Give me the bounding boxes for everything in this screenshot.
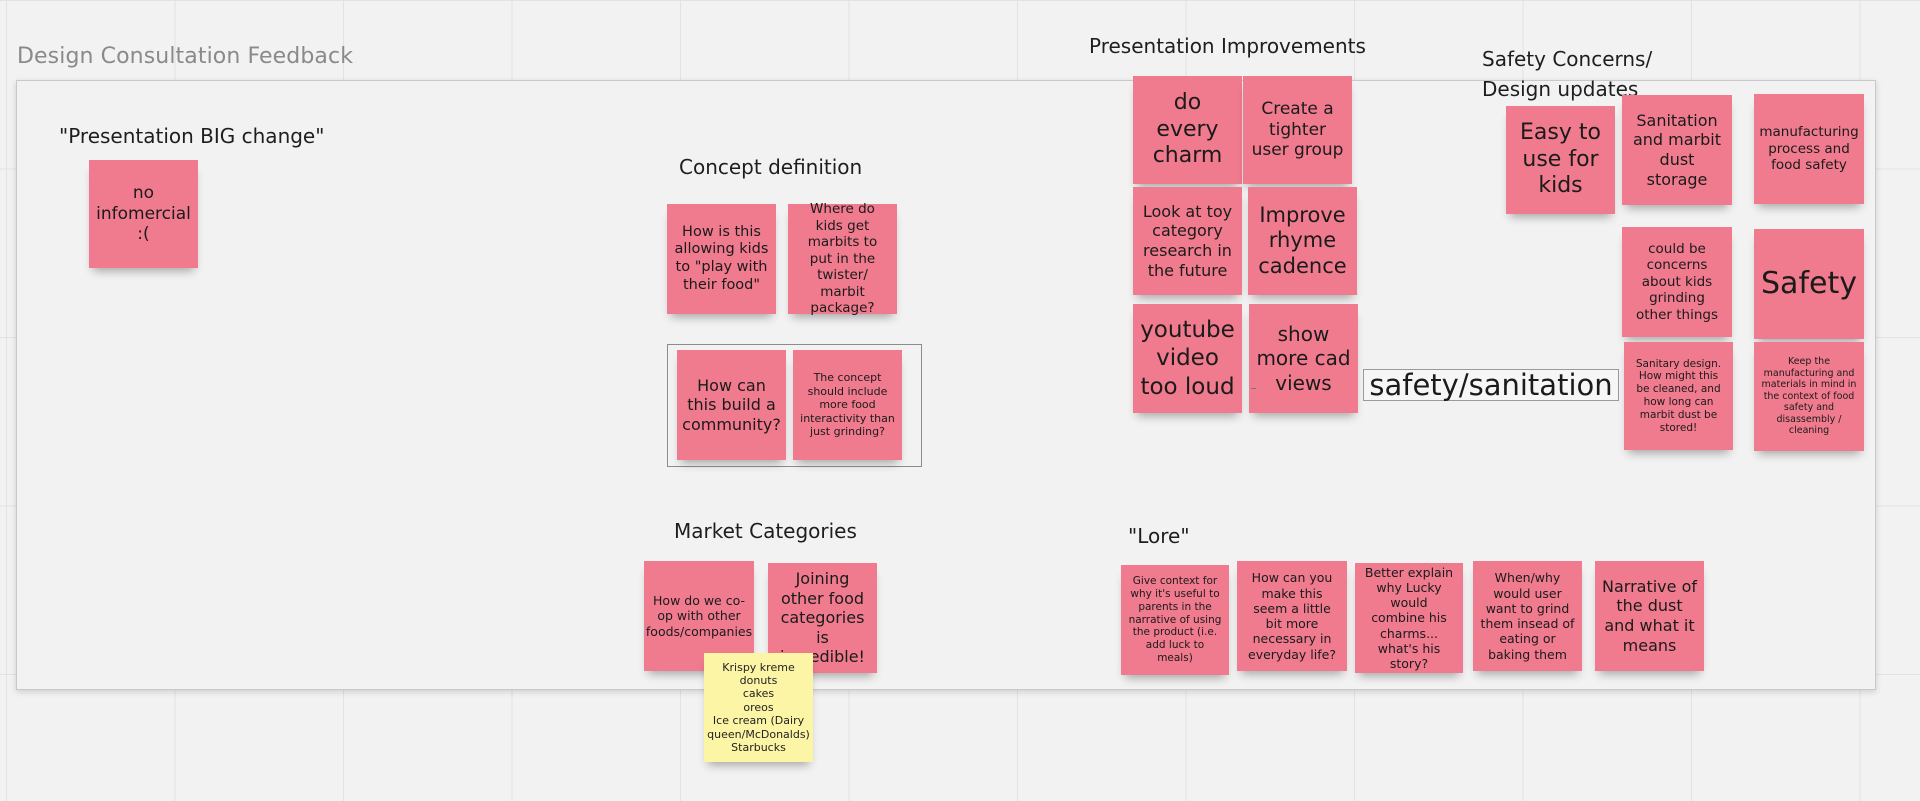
sticky-note-rhyme-cadence[interactable]: Improve rhyme cadence [1248, 187, 1357, 295]
section-label-presentation-big-change[interactable]: "Presentation BIG change" [59, 124, 325, 148]
sticky-note-brands[interactable]: Krispy kreme donuts cakes oreos Ice crea… [704, 653, 813, 762]
sticky-note-grinding-concerns[interactable]: could be concerns about kids grinding ot… [1622, 227, 1732, 337]
sticky-note-food-interactivity[interactable]: The concept should include more food int… [793, 350, 902, 460]
sticky-note-tighter-group[interactable]: Create a tighter user group [1243, 76, 1352, 184]
sticky-note-sanitary-design[interactable]: Sanitary design. How might this be clean… [1624, 342, 1733, 450]
sticky-note-give-context[interactable]: Give context for why it's useful to pare… [1121, 565, 1229, 675]
section-label-concept-definition[interactable]: Concept definition [679, 155, 863, 179]
sticky-note-no-infomercial[interactable]: no infomercial :( [89, 160, 198, 268]
sticky-note-play-with-food[interactable]: How is this allowing kids to "play with … [667, 204, 776, 314]
sticky-note-co-op[interactable]: How do we co-op with other foods/compani… [644, 561, 754, 671]
sticky-note-keep-manufacturing[interactable]: Keep the manufacturing and materials in … [1754, 342, 1864, 451]
text-box-safety-sanitation[interactable]: safety/sanitation [1363, 369, 1619, 401]
sticky-note-narrative-dust[interactable]: Narrative of the dust and what it means [1595, 561, 1704, 671]
sticky-note-toy-category[interactable]: Look at toy category research in the fut… [1133, 187, 1242, 295]
sticky-note-seem-necessary[interactable]: How can you make this seem a little bit … [1237, 561, 1347, 671]
section-label-lore[interactable]: "Lore" [1128, 524, 1190, 548]
sticky-note-where-marbits[interactable]: Where do kids get marbits to put in the … [788, 201, 897, 316]
sticky-note-build-community[interactable]: How can this build a community? [677, 350, 786, 460]
sticky-group-frame[interactable] [667, 344, 922, 467]
section-label-safety-concerns[interactable]: Safety Concerns/ Design updates [1482, 47, 1653, 101]
sticky-note-safety[interactable]: Safety [1754, 229, 1864, 339]
sticky-note-easy-kids[interactable]: Easy to use for kids [1506, 106, 1615, 214]
sticky-note-lucky-story[interactable]: Better explain why Lucky would combine h… [1355, 563, 1463, 673]
section-label-market-categories[interactable]: Market Categories [674, 519, 857, 543]
connector-line [1251, 388, 1256, 389]
sticky-note-sanitation-storage[interactable]: Sanitation and marbit dust storage [1622, 95, 1732, 205]
sticky-note-cad-views[interactable]: show more cad views [1249, 304, 1358, 413]
sticky-note-when-why-grind[interactable]: When/why would user want to grind them i… [1473, 561, 1582, 671]
sticky-note-manufacturing-safety[interactable]: manufacturing process and food safety [1754, 94, 1864, 204]
sticky-note-every-charm[interactable]: do every charm [1133, 76, 1242, 184]
sticky-note-youtube-loud[interactable]: youtube video too loud [1133, 304, 1242, 413]
board-title: Design Consultation Feedback [17, 44, 354, 69]
section-label-presentation-improvements[interactable]: Presentation Improvements [1089, 34, 1366, 58]
